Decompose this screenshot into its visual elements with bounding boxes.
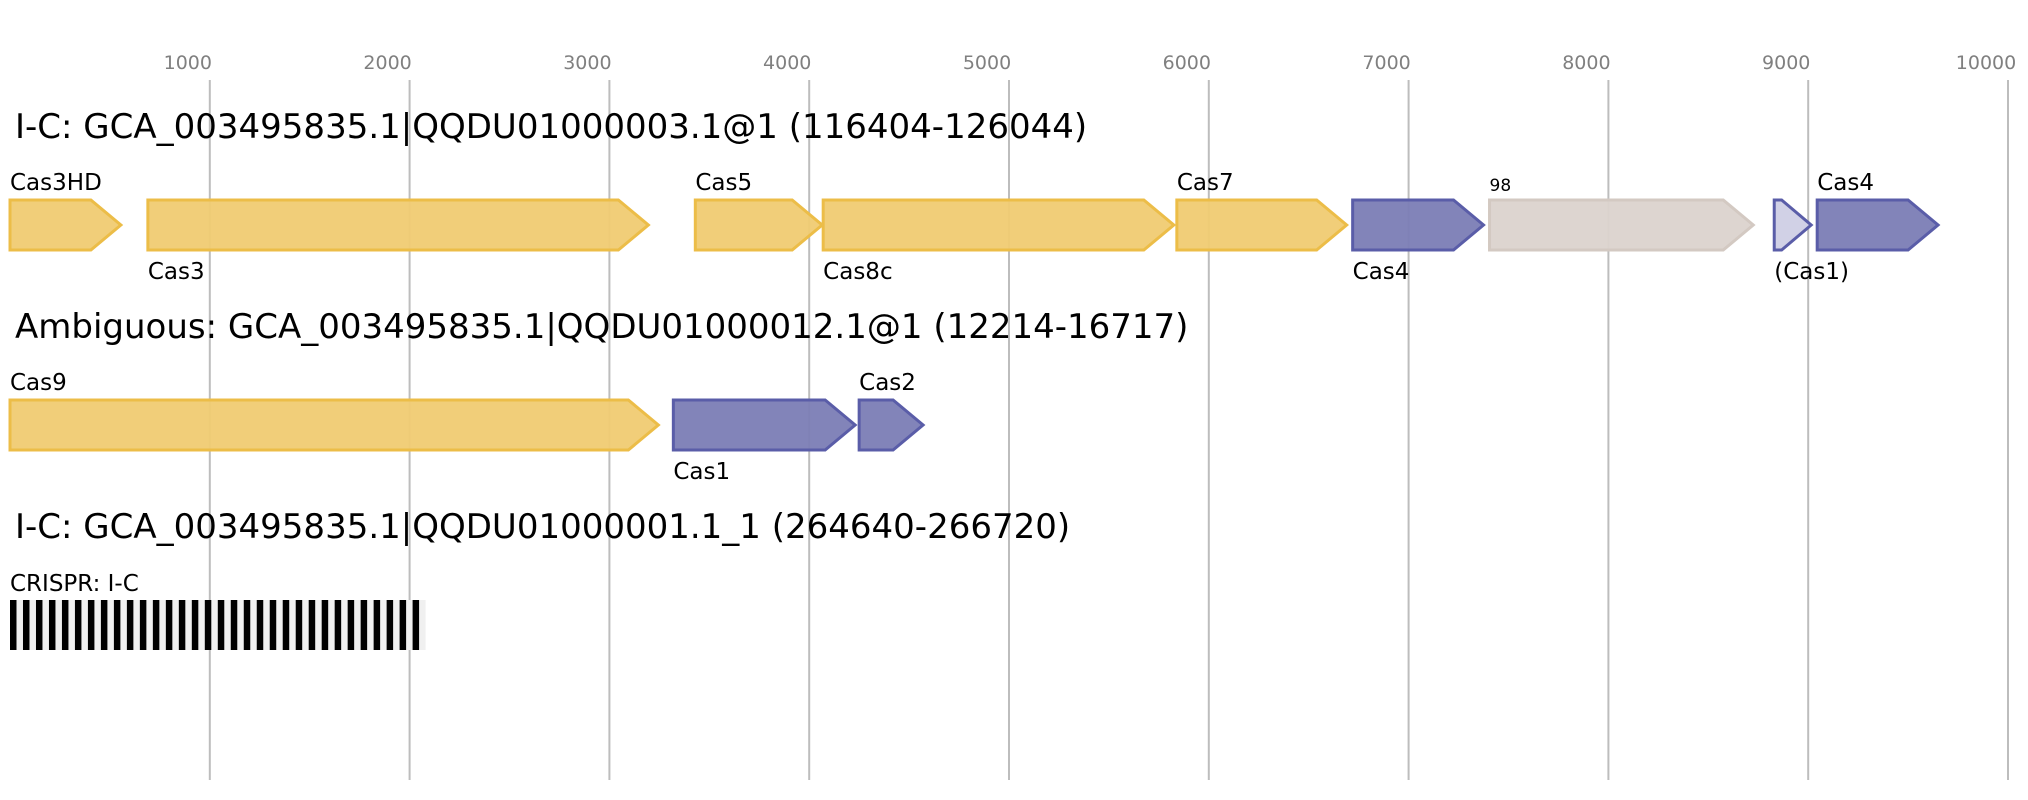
crispr-repeat xyxy=(61,600,69,650)
crispr-repeat xyxy=(230,600,238,650)
gene-arrow[interactable] xyxy=(1488,198,1756,252)
crispr-repeat xyxy=(165,600,173,650)
gene-label: Cas1 xyxy=(673,459,730,485)
crispr-repeat xyxy=(204,600,212,650)
gene-arrow[interactable] xyxy=(1351,198,1486,252)
gene-arrow[interactable] xyxy=(857,398,926,452)
gene-label: Cas4 xyxy=(1353,259,1410,285)
crispr-repeat xyxy=(334,600,342,650)
gene-label: Cas2 xyxy=(859,370,916,396)
crispr-repeat xyxy=(243,600,251,650)
crispr-repeat xyxy=(282,600,290,650)
gene[interactable]: Cas7 xyxy=(1175,170,1350,252)
crispr-repeat xyxy=(386,600,394,650)
gene[interactable]: Cas9 xyxy=(8,370,661,452)
crispr-repeat xyxy=(10,600,17,650)
operon-title: I-C: GCA_003495835.1|QQDU01000001.1_1 (2… xyxy=(15,507,1070,547)
crispr-repeat xyxy=(295,600,303,650)
gene-label: Cas3 xyxy=(148,259,205,285)
gene-label: Cas8c xyxy=(823,259,892,285)
crispr-repeat xyxy=(48,600,56,650)
gene-label: Cas3HD xyxy=(10,170,102,196)
tick-label: 6000 xyxy=(1163,52,1211,74)
tick-label: 5000 xyxy=(963,52,1011,74)
operon-row: Ambiguous: GCA_003495835.1|QQDU01000012.… xyxy=(8,307,1188,485)
crispr-repeat xyxy=(373,600,381,650)
crispr-repeat xyxy=(178,600,186,650)
axis-grid: 1000 2000 3000 4000 5000 6000 7000 8000 9000 1000… xyxy=(164,52,2016,780)
tick-label: 10000 xyxy=(1956,52,2016,74)
crispr-repeat xyxy=(22,600,30,650)
crispr-repeat xyxy=(126,600,134,650)
crispr-repeat xyxy=(191,600,199,650)
crispr-repeat xyxy=(412,600,420,650)
gene-arrow[interactable] xyxy=(821,198,1177,252)
crispr-repeat xyxy=(100,600,108,650)
gene-arrow[interactable] xyxy=(1175,198,1350,252)
crispr-repeat xyxy=(35,600,43,650)
crispr-repeat xyxy=(321,600,329,650)
crispr-repeat xyxy=(256,600,264,650)
gene[interactable]: Cas4 xyxy=(1351,198,1486,285)
crispr-repeat xyxy=(360,600,368,650)
crispr-repeat xyxy=(217,600,225,650)
tick-label: 9000 xyxy=(1762,52,1810,74)
crispr-repeat xyxy=(74,600,82,650)
gene-arrow[interactable] xyxy=(8,198,124,252)
crispr-array[interactable]: CRISPR: I-C xyxy=(10,571,426,650)
gene[interactable]: Cas4 xyxy=(1815,170,1941,252)
crispr-repeat xyxy=(113,600,121,650)
gene-arrow[interactable] xyxy=(8,398,661,452)
gene[interactable]: Cas3HD xyxy=(8,170,124,252)
gene-label: Cas5 xyxy=(695,170,752,196)
operon-title: I-C: GCA_003495835.1|QQDU01000003.1@1 (1… xyxy=(15,107,1087,147)
gene[interactable]: Cas3 xyxy=(146,198,651,285)
crispr-repeat xyxy=(308,600,316,650)
gene-label: Cas7 xyxy=(1177,170,1234,196)
gene-arrow[interactable] xyxy=(1815,198,1941,252)
gene-label: (Cas1) xyxy=(1774,259,1849,285)
gene-label: Cas9 xyxy=(10,370,67,396)
gene-arrow[interactable] xyxy=(146,198,651,252)
gene[interactable]: Cas8c xyxy=(821,198,1177,285)
tick-label: 4000 xyxy=(763,52,811,74)
operon-row: I-C: GCA_003495835.1|QQDU01000001.1_1 (2… xyxy=(10,507,1070,650)
gene-arrow[interactable] xyxy=(1772,198,1814,252)
gene[interactable]: Cas2 xyxy=(857,370,926,452)
gene[interactable]: Cas5 xyxy=(693,170,825,252)
tick-label: 8000 xyxy=(1562,52,1610,74)
crispr-repeat xyxy=(347,600,355,650)
gene[interactable]: Cas1 xyxy=(671,398,858,485)
gene-arrow[interactable] xyxy=(671,398,858,452)
tick-label: 2000 xyxy=(363,52,411,74)
tick-label: 1000 xyxy=(164,52,212,74)
gene-label: 98 xyxy=(1490,176,1512,196)
gene-arrow[interactable] xyxy=(693,198,825,252)
operon-row: I-C: GCA_003495835.1|QQDU01000003.1@1 (1… xyxy=(8,107,1941,285)
operon-title: Ambiguous: GCA_003495835.1|QQDU01000012.… xyxy=(15,307,1188,347)
crispr-repeat xyxy=(399,600,407,650)
crispr-repeat xyxy=(152,600,160,650)
crispr-repeat xyxy=(87,600,95,650)
gene[interactable]: (Cas1) xyxy=(1772,198,1849,285)
crispr-repeat xyxy=(269,600,277,650)
gene-label: Cas4 xyxy=(1817,170,1874,196)
tick-label: 3000 xyxy=(563,52,611,74)
operon-rows: I-C: GCA_003495835.1|QQDU01000003.1@1 (1… xyxy=(8,107,1941,650)
tick-label: 7000 xyxy=(1362,52,1410,74)
crispr-label: CRISPR: I-C xyxy=(10,571,139,597)
crispr-repeat xyxy=(139,600,147,650)
gene[interactable]: 98 xyxy=(1488,176,1756,252)
